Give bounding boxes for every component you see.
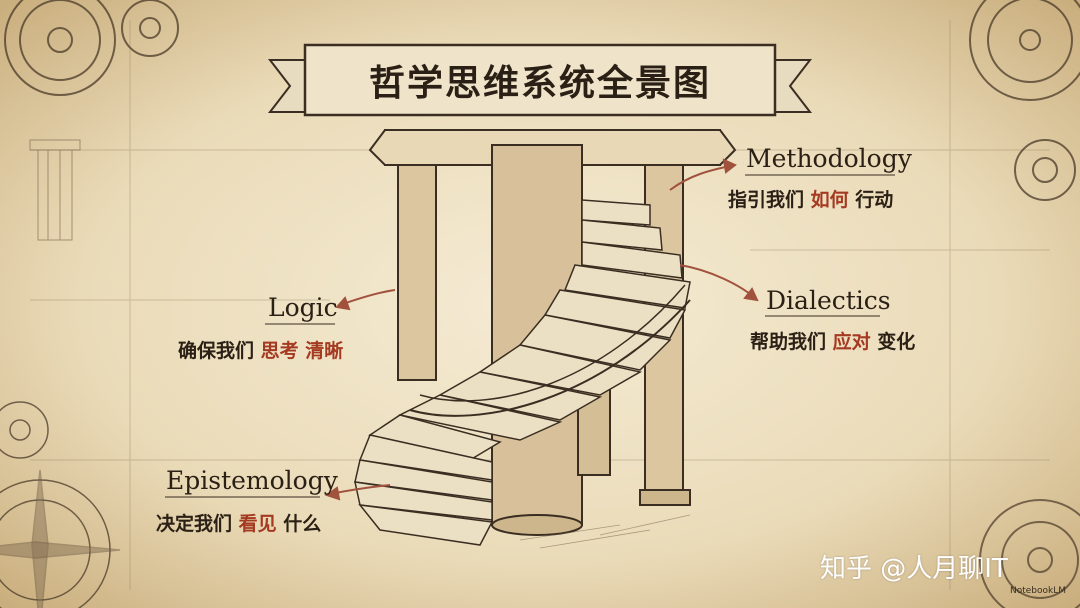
compass-icon — [0, 401, 121, 608]
dialectics-description: 帮助我们 应对 变化 — [750, 331, 916, 353]
column-sketch — [29, 139, 81, 241]
stair-steps — [354, 199, 691, 546]
epistemology-label: Epistemology — [166, 466, 338, 495]
gear-icon — [4, 0, 179, 96]
gear-icon — [969, 0, 1080, 201]
column — [397, 164, 437, 381]
dialectics-label: Dialectics — [766, 286, 891, 315]
arrow-icon — [679, 264, 759, 302]
logic-description: 确保我们 思考 清晰 — [178, 340, 344, 362]
epistemology-description: 决定我们 看见 什么 — [156, 513, 322, 535]
methodology-description: 指引我们 如何 行动 — [728, 189, 894, 211]
gear-icon — [979, 499, 1080, 608]
logic-label: Logic — [268, 293, 338, 322]
notebooklm-badge: NotebookLM — [1010, 586, 1067, 596]
watermark-text: 知乎 @人月聊IT — [820, 554, 1008, 584]
arrow-icon — [335, 289, 396, 311]
arrow-icon — [324, 484, 391, 501]
methodology-label: Methodology — [746, 144, 912, 173]
page-title: 哲学思维系统全景图 — [368, 62, 711, 104]
arrow-icon — [669, 158, 737, 191]
